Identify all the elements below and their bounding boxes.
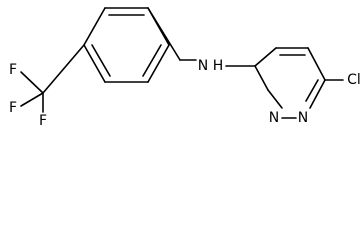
double-bond-inner [91,44,111,77]
fluorine-atom-label: F [9,100,17,116]
benzene-ring [83,7,170,83]
trifluoromethyl-group: F F F [9,44,85,129]
ring-nitrogen-label: N [298,110,308,126]
bond [267,89,283,109]
bond [309,79,326,109]
bond [254,65,269,91]
bond [20,71,44,94]
amine-hydrogen-label: H [213,58,224,74]
fluorine-atom-label: F [9,62,17,78]
bond [254,47,277,67]
fluorine-atom-label: F [39,113,47,129]
bond [42,44,85,94]
double-bond-inner [142,44,162,77]
amine-nitrogen-label: N [198,58,208,74]
bond [20,92,44,107]
double-bond-inner [305,79,319,102]
bond [307,47,326,81]
bond [147,44,170,83]
ring-nitrogen-label: N [269,110,279,126]
pyridazine-ring: N N [254,47,326,126]
bond [83,44,106,83]
bond [83,7,106,46]
chemical-structure-diagram: F F F N H N N Cl [9,7,361,129]
chloro-substituent: Cl [324,72,361,88]
benzylamine-linker: N H [147,7,256,74]
chlorine-atom-label: Cl [347,72,361,88]
bond [147,7,181,61]
